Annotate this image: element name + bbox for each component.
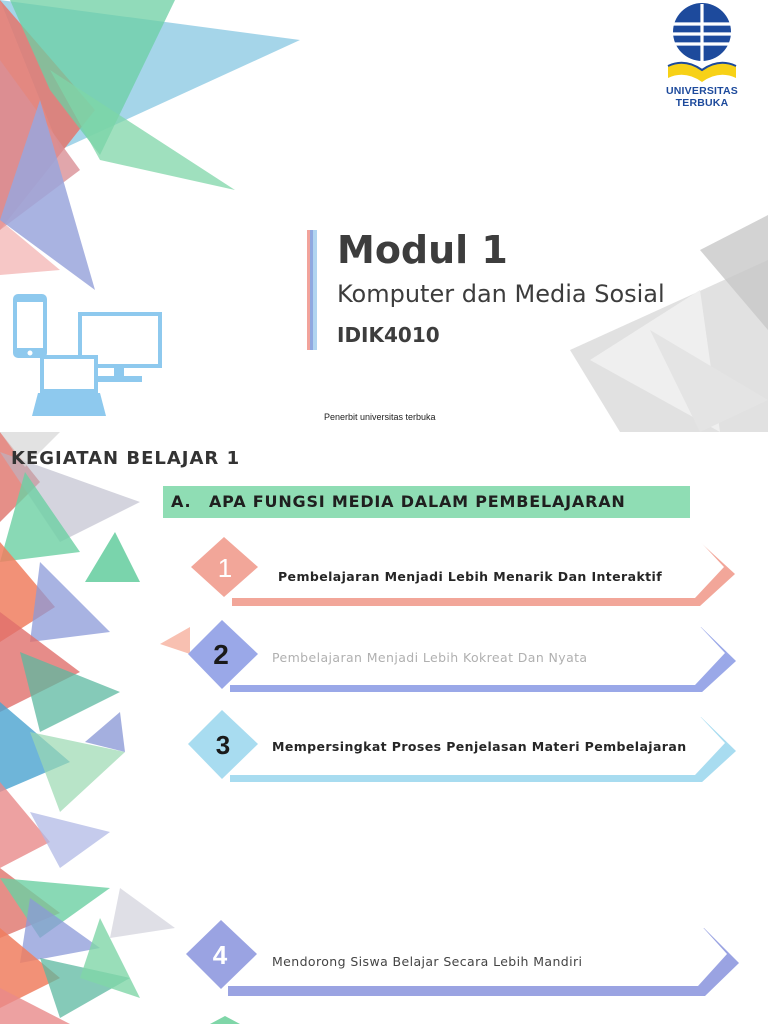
slide-title: KEGIATAN BELAJAR 1 xyxy=(11,448,241,469)
logo-label: UNIVERSITAS TERBUKA xyxy=(665,85,738,109)
item-arrow-shape xyxy=(188,710,736,782)
item-number: 3 xyxy=(215,730,231,760)
module-subtitle: Komputer dan Media Sosial xyxy=(337,280,665,308)
publisher-text: Penerbit universitas terbuka xyxy=(324,412,436,422)
item-text: Pembelajaran Menjadi Lebih Menarik Dan I… xyxy=(278,569,663,584)
course-code: IDIK4010 xyxy=(337,323,440,347)
item-text: Pembelajaran Menjadi Lebih Kokreat Dan N… xyxy=(272,650,588,665)
list-item: 2 Pembelajaran Menjadi Lebih Kokreat Dan… xyxy=(188,620,743,692)
section-letter: A. xyxy=(171,492,192,511)
content-slide: KEGIATAN BELAJAR 1 A. APA FUNGSI MEDIA DA… xyxy=(0,432,768,868)
section-title: APA FUNGSI MEDIA DALAM PEMBELAJARAN xyxy=(209,492,626,511)
list-item: 3 Mempersingkat Proses Penjelasan Materi… xyxy=(188,710,743,782)
module-title: Modul 1 xyxy=(337,228,508,272)
item-text: Mendorong Siswa Belajar Secara Lebih Man… xyxy=(272,954,583,969)
item-arrow-shape xyxy=(186,920,739,996)
item-number: 2 xyxy=(213,639,229,670)
item-number: 4 xyxy=(212,940,228,970)
item-arrow-shape xyxy=(191,536,735,606)
decorative-background xyxy=(0,868,240,1024)
list-item: 1 Pembelajaran Menjadi Lebih Menarik Dan… xyxy=(190,535,745,607)
item-text: Mempersingkat Proses Penjelasan Materi P… xyxy=(272,739,687,754)
universitas-terbuka-logo xyxy=(667,3,737,82)
title-slide: UNIVERSITAS TERBUKA Modul 1 Komputer dan… xyxy=(0,0,768,432)
list-item: 4 Mendorong Siswa Belajar Secara Lebih M… xyxy=(186,920,746,996)
decorative-background xyxy=(0,0,768,432)
item-number: 1 xyxy=(217,553,233,583)
item-arrow-shape xyxy=(188,620,736,692)
section-header: A. APA FUNGSI MEDIA DALAM PEMBELAJARAN xyxy=(163,486,690,518)
title-accent-bar xyxy=(307,230,317,350)
devices-illustration xyxy=(13,294,162,416)
decorative-background xyxy=(0,432,190,868)
content-slide-continued: 4 Mendorong Siswa Belajar Secara Lebih M… xyxy=(0,868,768,1024)
